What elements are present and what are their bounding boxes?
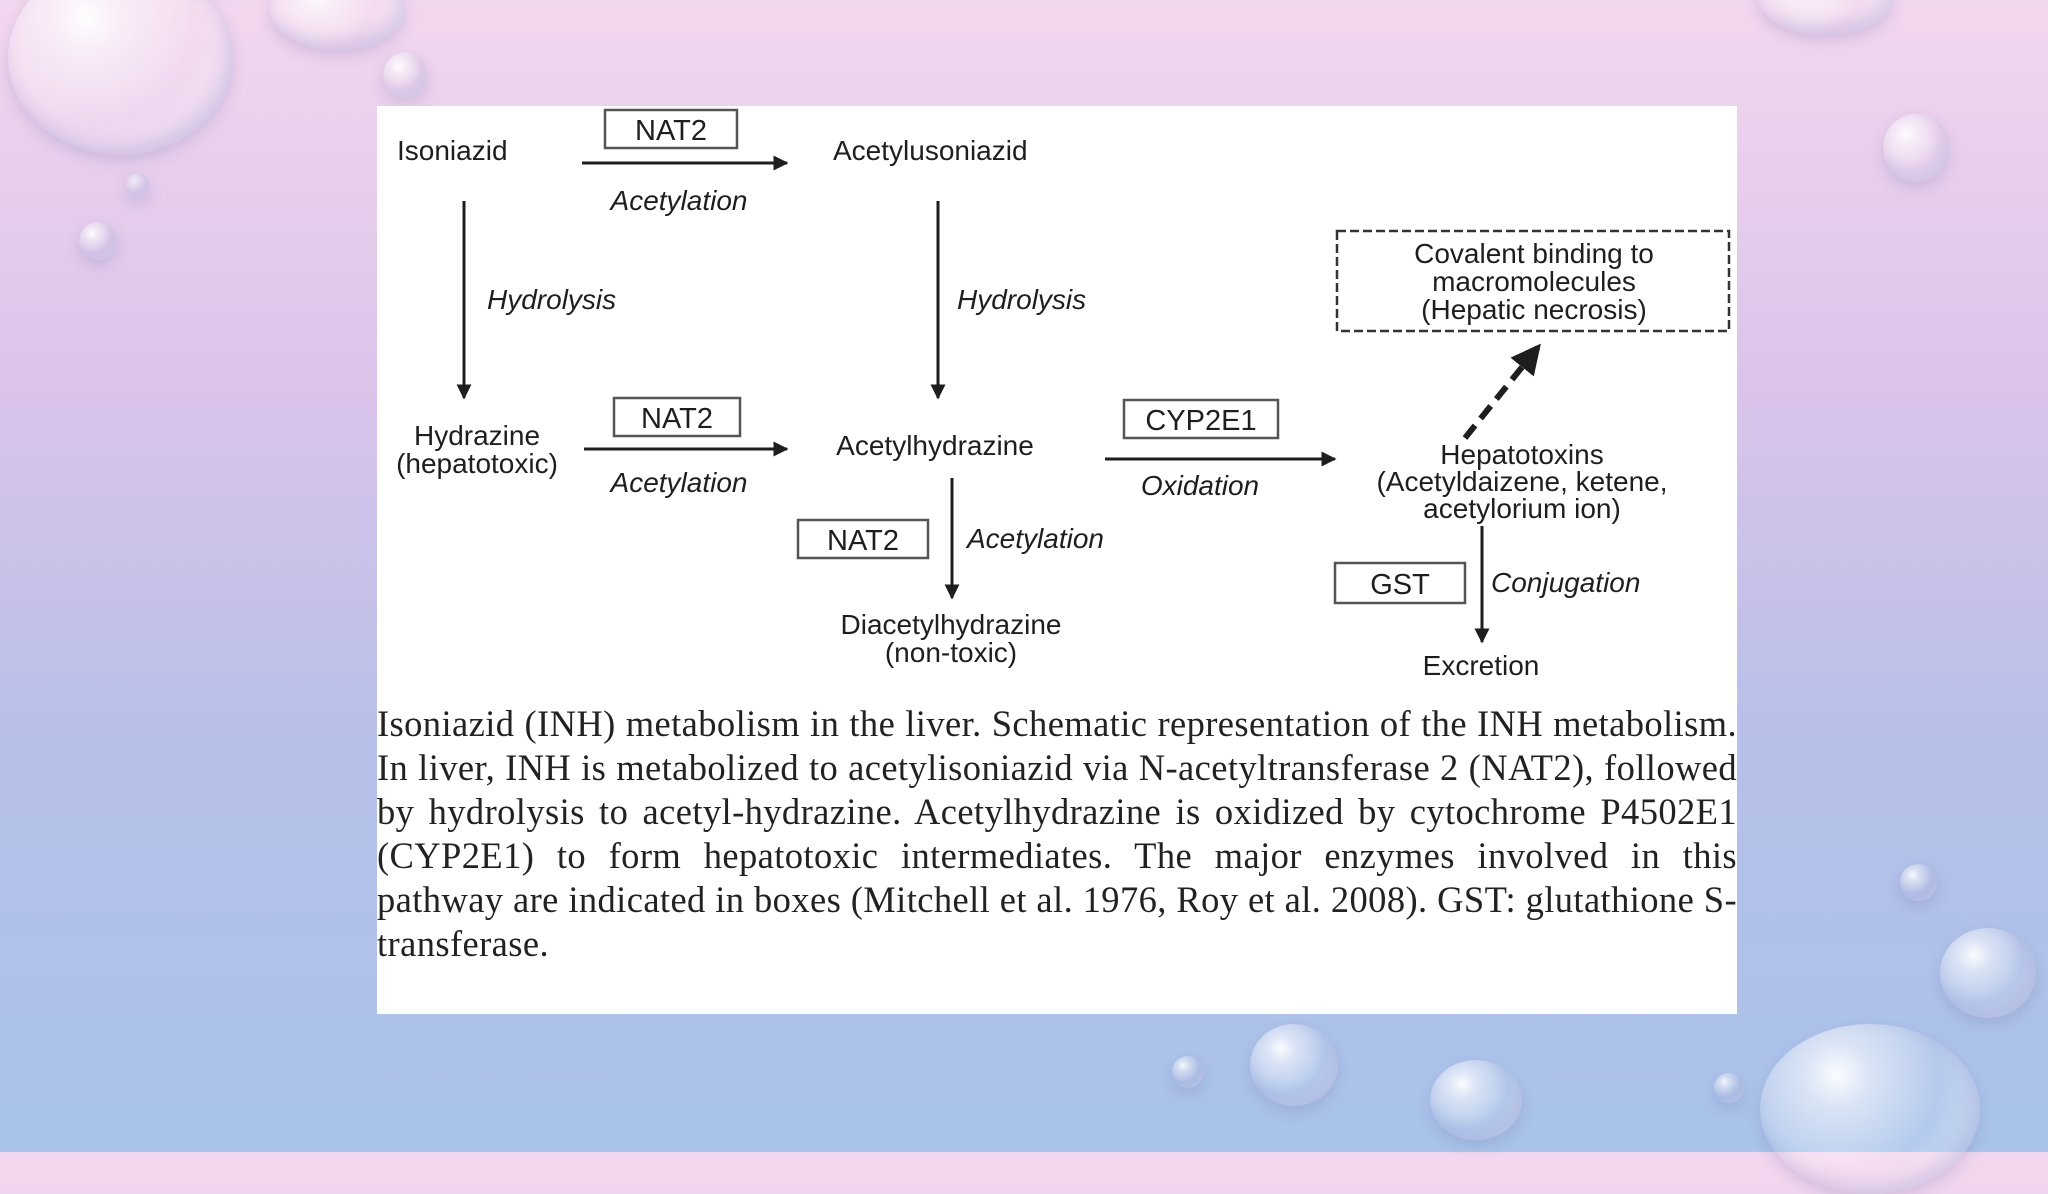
reaction-hydrolysis-right: Hydrolysis [957,284,1086,315]
node-hydrazine-line-2: (hepatotoxic) [396,448,558,479]
water-droplet-decoration [1250,1024,1338,1106]
node-covalent-binding-line-2: macromolecules [1432,266,1636,297]
node-acetylisoniazid: Acetylusoniazid [833,135,1028,166]
dashed-arrow-hepatotoxins-to-covalent-binding [1462,343,1542,440]
node-covalent-binding-line-3: (Hepatic necrosis) [1421,294,1647,325]
enzyme-box-nat2-low [796,518,930,560]
reaction-acetylation-top: Acetylation [609,185,748,216]
enzyme-box-nat2-mid [612,396,742,438]
water-droplet-decoration [79,222,117,260]
water-droplet-decoration [270,0,405,50]
node-hydrazine-line-1: Hydrazine [414,420,540,451]
water-droplet-decoration [1883,114,1949,182]
enzyme-nat2-top: NAT2 [635,115,707,147]
node-hepatotoxins-line-3: acetylorium ion) [1423,493,1621,524]
enzyme-box-cyp2e1 [1122,398,1280,440]
water-droplet-decoration [126,174,150,198]
node-hepatotoxins-line-2: (Acetyldaizene, ketene, [1376,466,1667,497]
water-droplet-decoration [1900,864,1937,901]
enzyme-box-gst [1333,561,1467,605]
dashed-box-covalent-binding [1335,229,1731,333]
reaction-oxidation: Oxidation [1141,470,1259,501]
reaction-hydrolysis-left: Hydrolysis [487,284,616,315]
figure-panel: Isoniazid NAT2 Acetylation Acetylusoniaz… [377,106,1737,1014]
enzyme-cyp2e1: CYP2E1 [1145,405,1256,437]
enzyme-gst: GST [1370,569,1430,601]
enzyme-nat2-low: NAT2 [827,525,899,557]
reaction-conjugation: Conjugation [1491,567,1640,598]
water-droplet-decoration [1758,0,1893,35]
water-droplet-decoration [383,52,427,98]
water-droplet-decoration [1430,1060,1522,1140]
node-diacetylhydrazine-line-1: Diacetylhydrazine [841,609,1062,640]
figure-caption: Isoniazid (INH) metabolism in the liver.… [377,703,1737,964]
reaction-acetylation-mid: Acetylation [609,467,748,498]
node-covalent-binding-line-1: Covalent binding to [1414,238,1654,269]
reaction-acetylation-low: Acetylation [965,523,1104,554]
water-droplet-decoration [1760,1024,1980,1194]
node-isoniazid: Isoniazid [397,135,508,166]
node-hepatotoxins-line-1: Hepatotoxins [1440,439,1603,470]
water-droplet-decoration [1172,1056,1204,1088]
node-diacetylhydrazine-line-2: (non-toxic) [885,637,1017,668]
water-droplet-decoration [1940,928,2036,1018]
enzyme-box-nat2-top [603,108,739,150]
water-droplet-decoration [1714,1073,1744,1103]
metabolism-diagram: Isoniazid NAT2 Acetylation Acetylusoniaz… [396,108,1731,681]
water-droplet-decoration [8,0,233,155]
enzyme-nat2-mid: NAT2 [641,403,713,435]
node-excretion: Excretion [1423,650,1540,681]
node-acetylhydrazine: Acetylhydrazine [836,430,1034,461]
